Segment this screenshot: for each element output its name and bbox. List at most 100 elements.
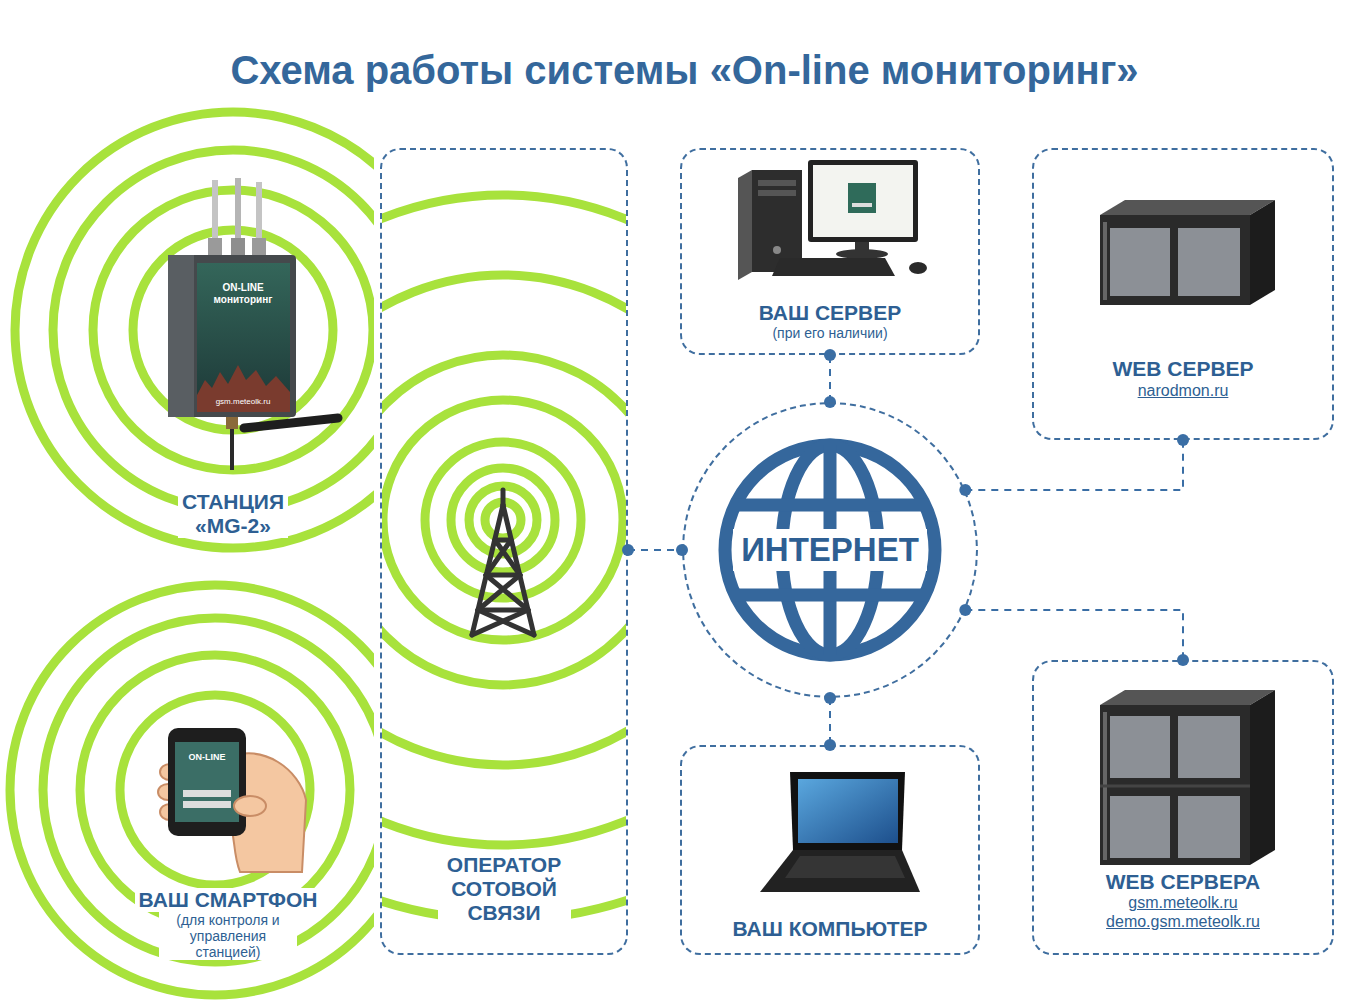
dashed-connector	[622, 544, 688, 556]
node-heading: ИНТЕРНЕТ	[733, 529, 927, 571]
cell-tower	[472, 610, 528, 635]
node-heading: WEB СЕРВЕРА	[1102, 870, 1265, 894]
device-url: gsm.meteolk.ru	[199, 397, 287, 406]
server-rack-double	[1100, 690, 1275, 865]
smartphone-in-hand	[175, 742, 239, 822]
globe-icon	[735, 589, 925, 602]
globe-icon	[725, 445, 935, 655]
phone-waves	[120, 695, 310, 885]
smartphone-in-hand	[158, 728, 306, 872]
desktop-computer	[772, 258, 895, 276]
server-rack	[1100, 200, 1275, 215]
smartphone-in-hand	[183, 790, 231, 797]
computer-box: ВАШ КОМПЬЮТЕР	[680, 745, 980, 955]
connector-line	[628, 549, 682, 551]
node-note: narodmon.ru	[1134, 382, 1233, 400]
tower-waves	[469, 486, 537, 554]
node-note: gsm.meteolk.ru	[1124, 894, 1241, 912]
laptop	[798, 779, 898, 843]
dashed-connector	[824, 692, 836, 751]
cell-tower	[501, 490, 506, 505]
server-box: ВАШ СЕРВЕР(при его наличии)	[680, 148, 980, 355]
server-rack	[1103, 222, 1107, 300]
station-device	[168, 178, 338, 470]
server-rack-double	[1110, 716, 1170, 778]
node-note: demo.gsm.meteolk.ru	[1102, 913, 1264, 931]
station-waves	[15, 112, 374, 548]
desktop-computer	[808, 160, 918, 242]
server-rack-double	[1100, 785, 1250, 788]
station-device	[252, 238, 266, 256]
laptop	[760, 772, 920, 892]
desktop-computer	[813, 165, 913, 237]
connector-line	[829, 355, 831, 402]
connector-dot	[959, 484, 971, 496]
station-device	[168, 255, 194, 417]
tower-waves	[103, 120, 903, 920]
station-device	[168, 255, 296, 417]
globe-icon	[735, 499, 925, 512]
station-label: СТАНЦИЯ «MG-2»	[150, 490, 316, 565]
station-waves	[133, 230, 333, 430]
server-rack-double	[1100, 705, 1250, 865]
dashed-connector	[824, 349, 836, 408]
laptop	[790, 772, 905, 850]
device-brand: ON-LINE мониторинг	[199, 282, 287, 305]
node-heading: ВАШ КОМПЬЮТЕР	[728, 917, 931, 941]
desktop-computer	[909, 262, 927, 274]
desktop-computer	[758, 180, 796, 186]
globe-icon	[725, 445, 935, 655]
desktop-computer	[738, 170, 752, 280]
desktop-computer	[758, 190, 796, 196]
phone-waves	[10, 585, 374, 995]
connector-line	[829, 698, 831, 745]
diagram-title: Схема работы системы «On-line мониторинг…	[0, 46, 1369, 94]
station-device	[208, 238, 222, 256]
laptop	[785, 856, 905, 878]
desktop-computer	[738, 160, 927, 280]
desktop-computer	[773, 246, 781, 254]
node-note: (при его наличии)	[768, 325, 891, 341]
smartphone-label: ВАШ СМАРТФОН(для контроля и управления с…	[128, 888, 328, 987]
smartphone-in-hand	[168, 728, 246, 836]
tower-waves	[451, 468, 555, 572]
server-rack-double	[1178, 796, 1240, 858]
server-rack-double	[1250, 690, 1275, 865]
connector-dot	[824, 349, 836, 361]
connector-line	[965, 610, 1183, 660]
node-heading: WEB СЕРВЕР	[1108, 357, 1257, 381]
server-rack-double	[1110, 796, 1170, 858]
station-device	[197, 263, 290, 412]
node-note: (для контроля и управления станцией)	[159, 912, 297, 960]
operator-box: ОПЕРАТОР СОТОВОЙ СВЯЗИ	[380, 148, 628, 955]
connector-dot	[1177, 434, 1189, 446]
server-rack	[1250, 200, 1275, 305]
desktop-computer	[752, 170, 802, 272]
station-waves	[93, 190, 373, 470]
smartphone-in-hand	[234, 796, 266, 816]
server-rack	[1100, 215, 1250, 305]
tower-waves-outer	[383, 400, 623, 640]
tower-waves-outer	[382, 150, 626, 920]
cell-tower	[486, 575, 528, 610]
station-waves	[15, 112, 374, 548]
tower-waves	[425, 442, 581, 598]
station-device	[226, 417, 238, 429]
smartphone-in-hand	[183, 801, 231, 808]
connector-dot	[824, 692, 836, 704]
phone-brand: ON-LINE	[175, 752, 239, 762]
node-heading: ОПЕРАТОР СОТОВОЙ СВЯЗИ	[438, 853, 571, 925]
desktop-computer	[836, 249, 888, 259]
cell-tower	[478, 575, 520, 610]
laptop	[760, 850, 920, 892]
web-server-box: WEB СЕРВЕРnarodmon.ru	[1032, 148, 1334, 440]
station-device	[231, 238, 245, 256]
server-rack	[1178, 228, 1240, 296]
tower-waves-outer	[382, 195, 626, 845]
phone-waves	[10, 585, 374, 995]
connector-dot	[959, 604, 971, 616]
cell-tower	[486, 540, 511, 575]
internet-circle: ИНТЕРНЕТ	[682, 402, 978, 698]
connector-dot	[622, 544, 634, 556]
